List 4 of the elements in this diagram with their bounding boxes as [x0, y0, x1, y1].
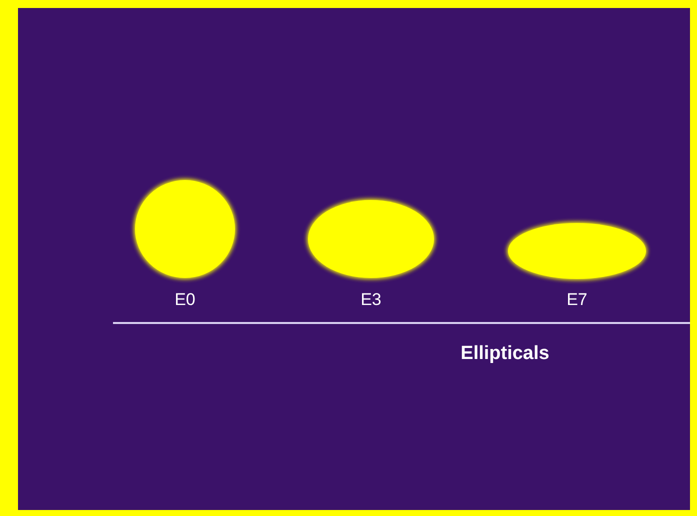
group-label: Ellipticals — [460, 344, 550, 363]
class-label: E7 — [566, 291, 588, 308]
class-label: E3 — [360, 291, 382, 308]
class-label: E0 — [174, 291, 196, 308]
